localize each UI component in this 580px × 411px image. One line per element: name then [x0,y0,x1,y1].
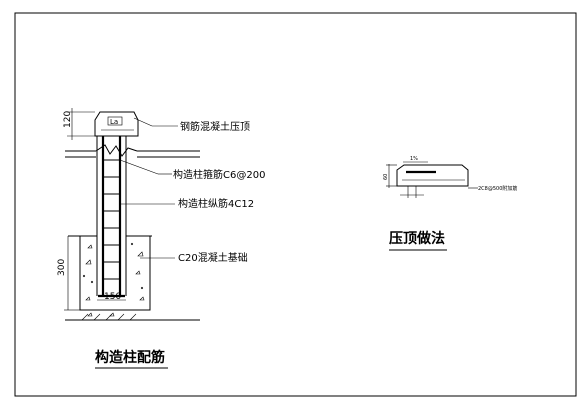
coping-section-outline [396,164,469,187]
coping-tag: La [110,118,118,126]
title-coping: 压顶做法 [389,230,445,247]
ground-hatch [81,312,137,321]
label-coping: 钢筋混凝土压顶 [180,120,250,133]
slope-label: 1% [410,156,418,162]
concrete-hatch [82,242,145,301]
coping-dim: 60 [383,174,389,180]
coping-note: 2C8@500附加筋 [478,185,517,192]
title-column: 构造柱配筋 [95,349,165,366]
foundation-outline [79,236,151,311]
dim-300: 300 [57,259,67,276]
coping-detail: 1% 60 2C8@500附加筋 压顶做法 [383,156,517,251]
label-stirrup: 构造柱箍筋C6@200 [173,168,265,181]
leader-tie [119,159,159,175]
dim-120: 120 [63,111,73,128]
break-line [95,144,138,157]
leader-cap [133,117,153,127]
dim-150: 150 [104,292,121,302]
column-detail: La 120 [57,108,265,369]
label-foundation: C20混凝土基础 [178,251,248,264]
drawing-frame [14,12,577,397]
coping-tag-box [107,116,123,126]
label-long-bar: 构造柱纵筋4C12 [178,197,254,210]
